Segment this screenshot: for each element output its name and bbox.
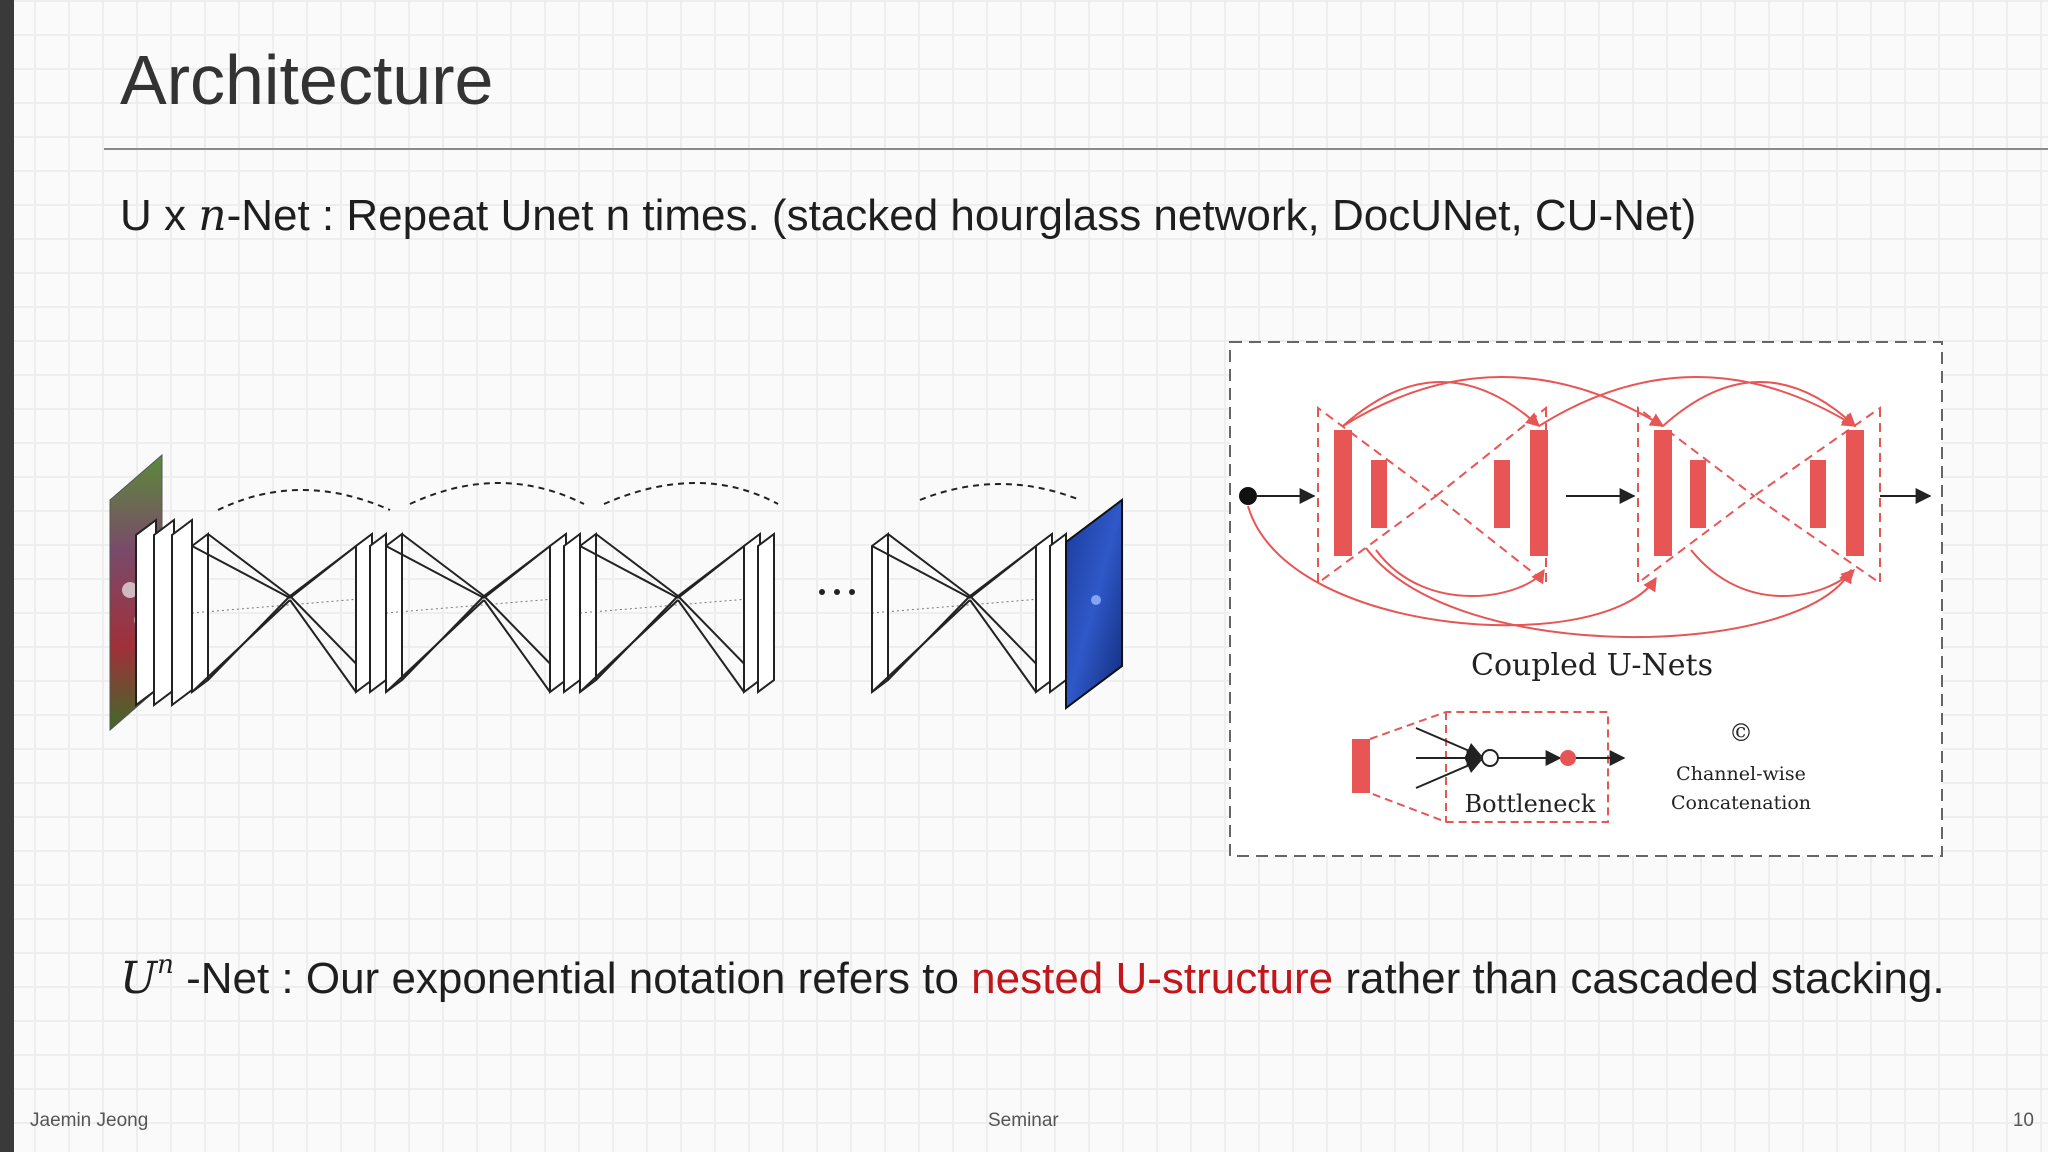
left-edge-bar xyxy=(0,0,14,1152)
footer-author: Jaemin Jeong xyxy=(30,1110,149,1131)
coupled-unets-caption: Coupled U-Nets xyxy=(1471,648,1713,683)
stacked-hourglass-figure xyxy=(109,453,1123,732)
line1-math-n: n xyxy=(198,190,227,241)
bottleneck-label: Bottleneck xyxy=(1465,790,1596,818)
output-heatmap xyxy=(1065,498,1123,710)
footer-center: Seminar xyxy=(988,1110,1059,1131)
concat-label-line2: Concatenation xyxy=(1671,792,1811,814)
legend: Bottleneck © Channel-wise Concatenation xyxy=(1352,711,1811,823)
concat-legend: © Channel-wise Concatenation xyxy=(1671,719,1811,814)
coupled-unets-figure: Coupled U-Nets Bottleneck © Channel-wise… xyxy=(1229,341,1943,857)
footer-page-number: 10 xyxy=(2012,1110,2034,1131)
ellipsis-dots xyxy=(819,589,855,595)
line2-math-sup: n xyxy=(157,950,174,980)
slide-title: Architecture xyxy=(120,41,494,119)
line2-text-a: -Net : Our exponential notation refers t… xyxy=(173,954,972,1003)
line2-text-b: rather than cascaded stacking. xyxy=(1333,954,1945,1003)
concat-label-line1: Channel-wise xyxy=(1676,763,1806,785)
nested-u-structure-highlight: nested U-structure xyxy=(971,954,1334,1003)
line2-math-base: U xyxy=(120,953,158,1004)
concat-symbol-icon: © xyxy=(1729,719,1753,747)
skip-arcs xyxy=(217,482,1081,511)
bottleneck-legend: Bottleneck xyxy=(1352,711,1626,823)
line1-suffix: -Net : Repeat Unet n times. (stacked hou… xyxy=(226,191,1697,240)
figure-frame xyxy=(1229,341,1943,857)
unet-stacking-description: U x n-Net : Repeat Unet n times. (stacke… xyxy=(120,190,1696,241)
title-divider xyxy=(104,148,2048,150)
nested-unet-description: Un -Net : Our exponential notation refer… xyxy=(120,950,1945,1004)
coupled-unets-diagram: Coupled U-Nets xyxy=(1239,376,1932,683)
line1-prefix: U x xyxy=(120,191,199,240)
